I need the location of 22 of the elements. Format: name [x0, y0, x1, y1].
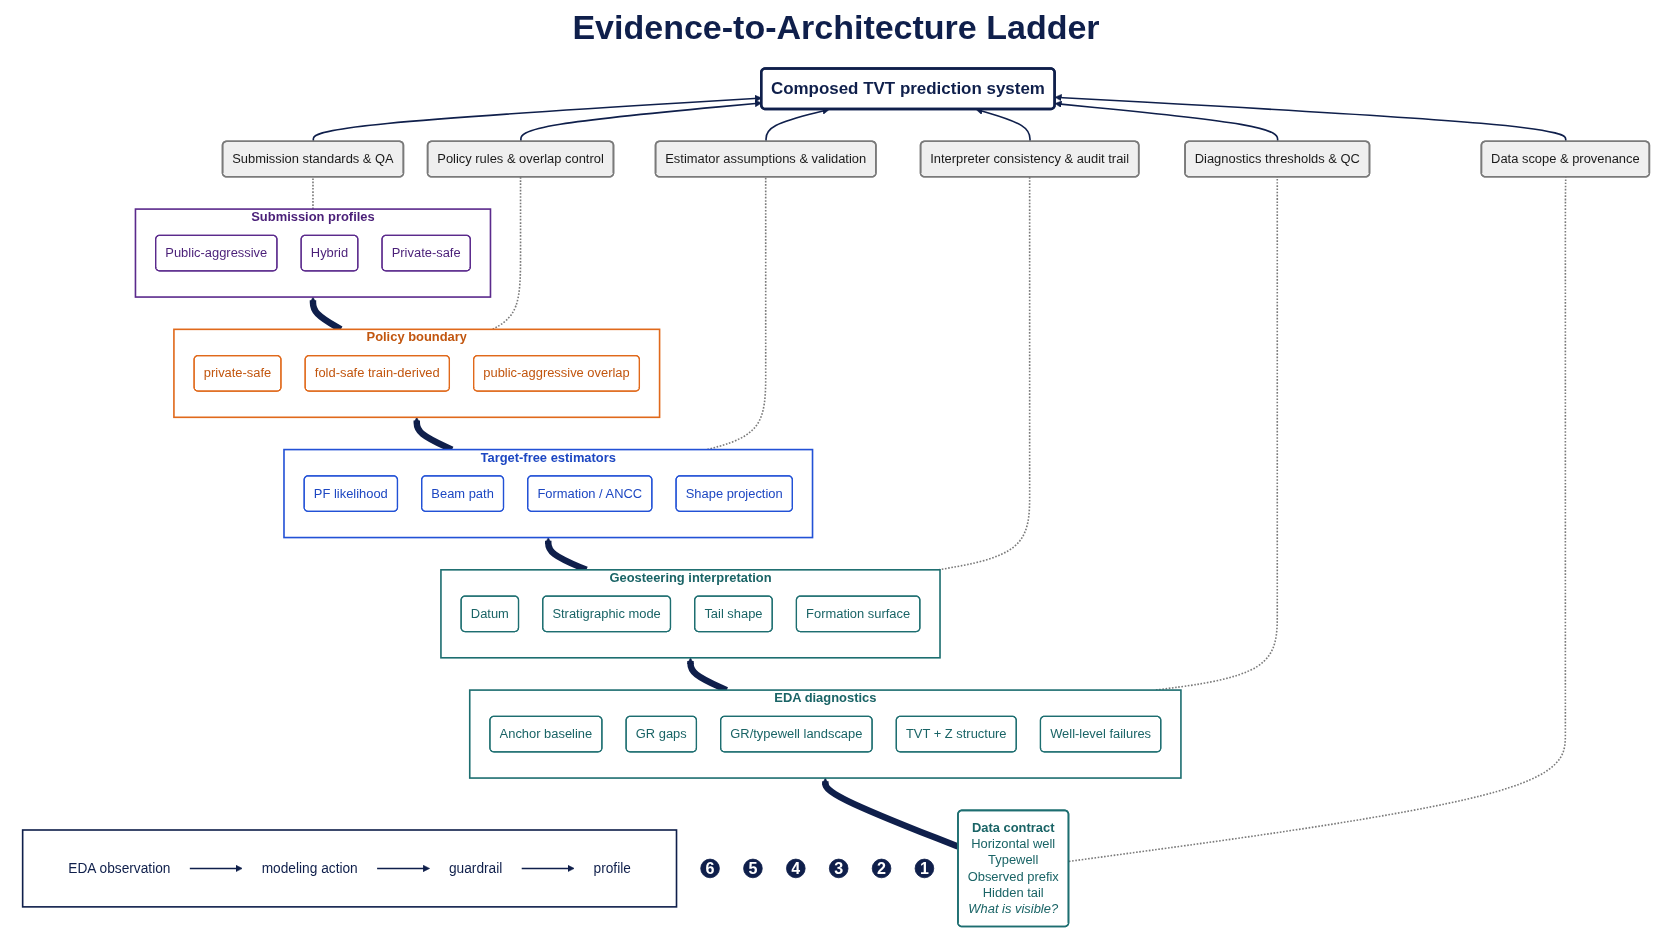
arrow	[520, 864, 575, 872]
node-circle: 1	[914, 858, 935, 879]
arrow	[520, 100, 762, 143]
cluster	[21, 829, 678, 908]
node-text: profile	[593, 860, 631, 876]
arrow	[376, 864, 430, 872]
arrow	[312, 94, 762, 143]
arrow	[189, 864, 243, 872]
diagram-title: Evidence-to-Architecture Ladder	[571, 8, 1101, 47]
node-circle: 6	[700, 858, 720, 879]
node-text: guardrail	[448, 860, 503, 876]
node-circle: 5	[743, 858, 763, 879]
connector	[312, 176, 314, 210]
node-circle: 4	[786, 858, 806, 879]
arrow	[1054, 94, 1567, 143]
connector	[491, 176, 522, 331]
node-circle: 3	[828, 858, 849, 879]
node-circle: 2	[871, 858, 892, 879]
arrow	[1054, 100, 1279, 143]
node-text: modeling action	[261, 860, 358, 876]
node-text: EDA observation	[68, 860, 171, 876]
arrow	[821, 777, 960, 850]
